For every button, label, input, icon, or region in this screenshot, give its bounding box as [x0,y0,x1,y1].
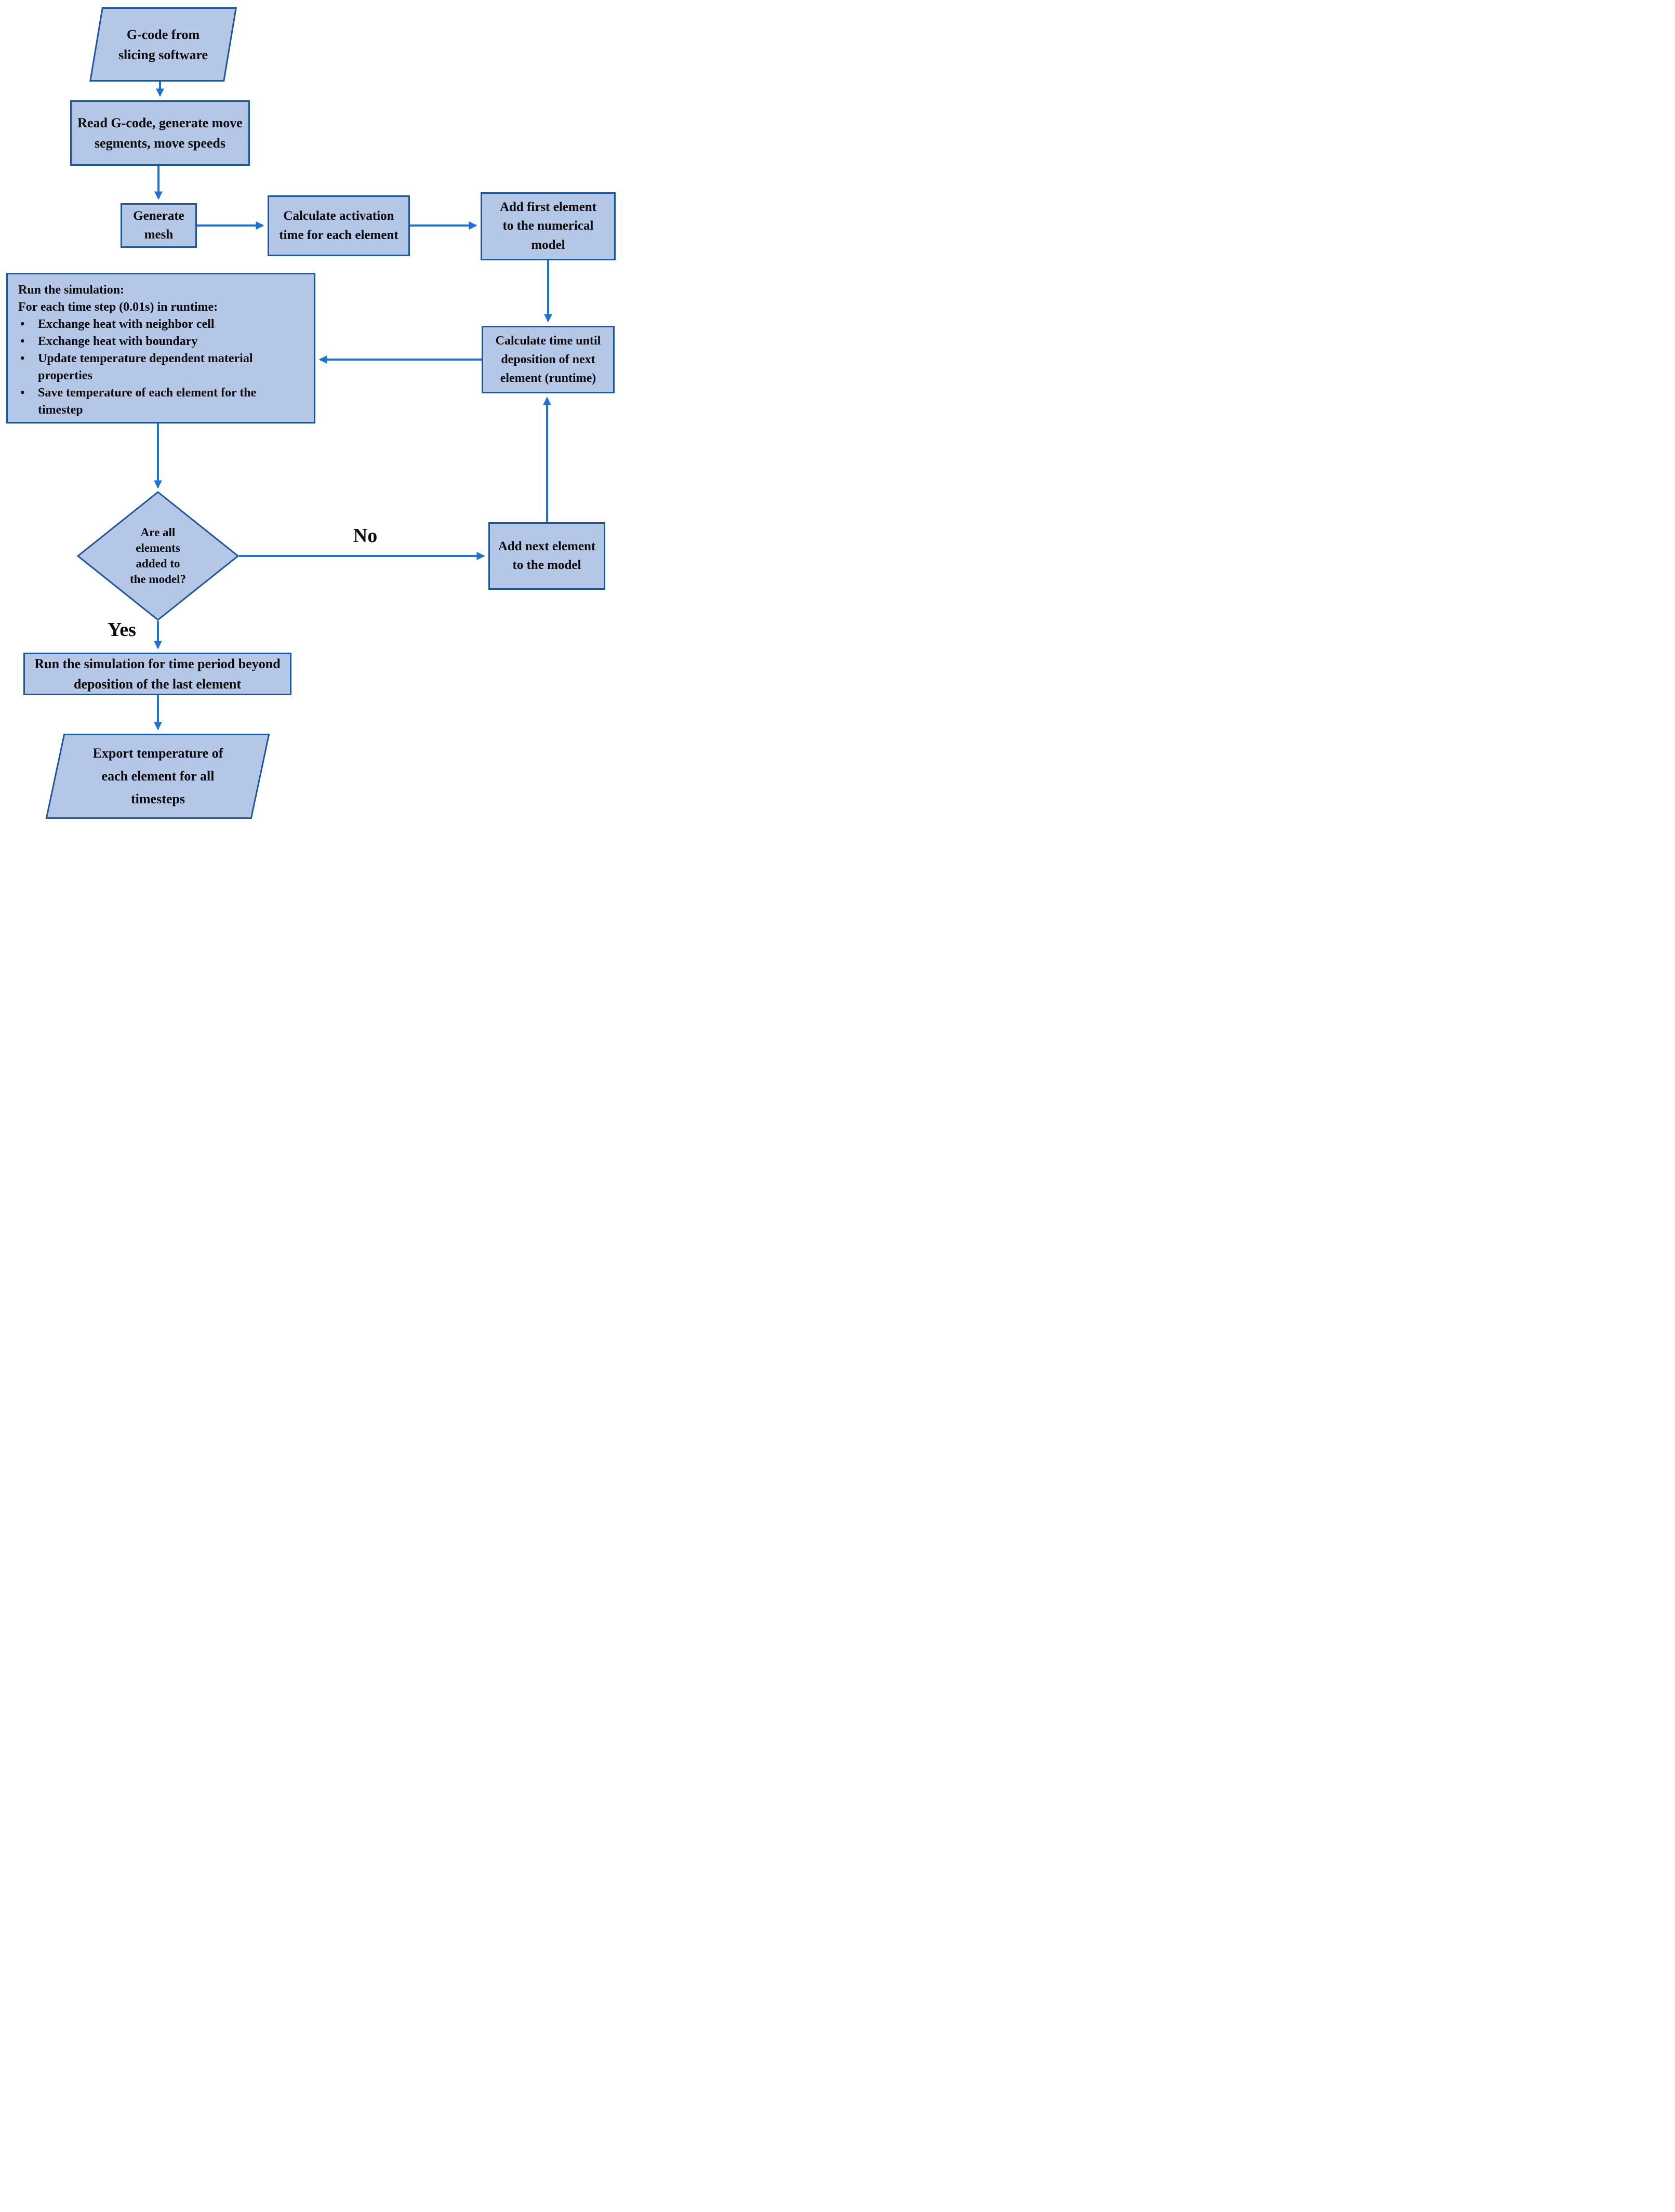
edge-label-yes: Yes [108,619,136,641]
run-sim-bullet-1-label: Exchange heat with neighbor cell [38,317,215,331]
add-next-node: Add next element to the model [488,522,605,590]
flowchart: G-code from slicing software Read G-code… [0,0,628,829]
decision-label: Are all elements added to the model? [130,526,186,586]
run-sim-bullet-3-label: Update temperature dependent material pr… [38,352,253,382]
run-beyond-label: Run the simulation for time period beyon… [34,656,281,692]
export-label: Export temperature of each element for a… [92,745,223,807]
add-next-label: Add next element to the model [498,539,596,572]
read-gcode-label: Read G-code, generate move segments, mov… [77,115,243,151]
run-beyond-node: Run the simulation for time period beyon… [23,653,291,695]
decision-node: Are all elements added to the model? [77,491,239,621]
run-sim-bullet-4: • Save temperature of each element for t… [18,385,303,419]
calc-activation-node: Calculate activation time for each eleme… [268,195,410,256]
calc-time-label: Calculate time until deposition of next … [495,334,601,385]
edge-label-no: No [353,525,378,547]
bullet-icon: • [20,352,25,365]
run-sim-intro-line-2: For each time step (0.01s) in runtime: [18,300,218,314]
add-first-label: Add first element to the numerical model [499,200,597,252]
add-first-node: Add first element to the numerical model [481,192,616,260]
run-sim-bullet-3: • Update temperature dependent material … [18,350,303,385]
run-sim-bullet-2-label: Exchange heat with boundary [38,335,198,348]
start-label: G-code from slicing software [118,27,208,62]
start-node: G-code from slicing software [89,7,237,82]
run-sim-bullet-4-label: Save temperature of each element for the… [38,386,257,417]
generate-mesh-node: Generate mesh [121,203,197,248]
bullet-icon: • [20,335,25,348]
calc-activation-label: Calculate activation time for each eleme… [279,209,398,242]
decision-diamond-shape [77,491,239,621]
bullet-icon: • [20,386,25,400]
run-sim-bullet-2: • Exchange heat with boundary [18,333,303,350]
run-sim-bullet-1: • Exchange heat with neighbor cell [18,316,303,333]
run-simulation-node: Run the simulation: For each time step (… [6,273,315,423]
generate-mesh-label: Generate mesh [133,208,184,242]
calc-time-node: Calculate time until deposition of next … [482,326,615,393]
bullet-icon: • [20,317,25,331]
export-node: Export temperature of each element for a… [46,734,270,819]
read-gcode-node: Read G-code, generate move segments, mov… [70,100,250,166]
run-sim-intro-line-1: Run the simulation: [18,283,125,297]
